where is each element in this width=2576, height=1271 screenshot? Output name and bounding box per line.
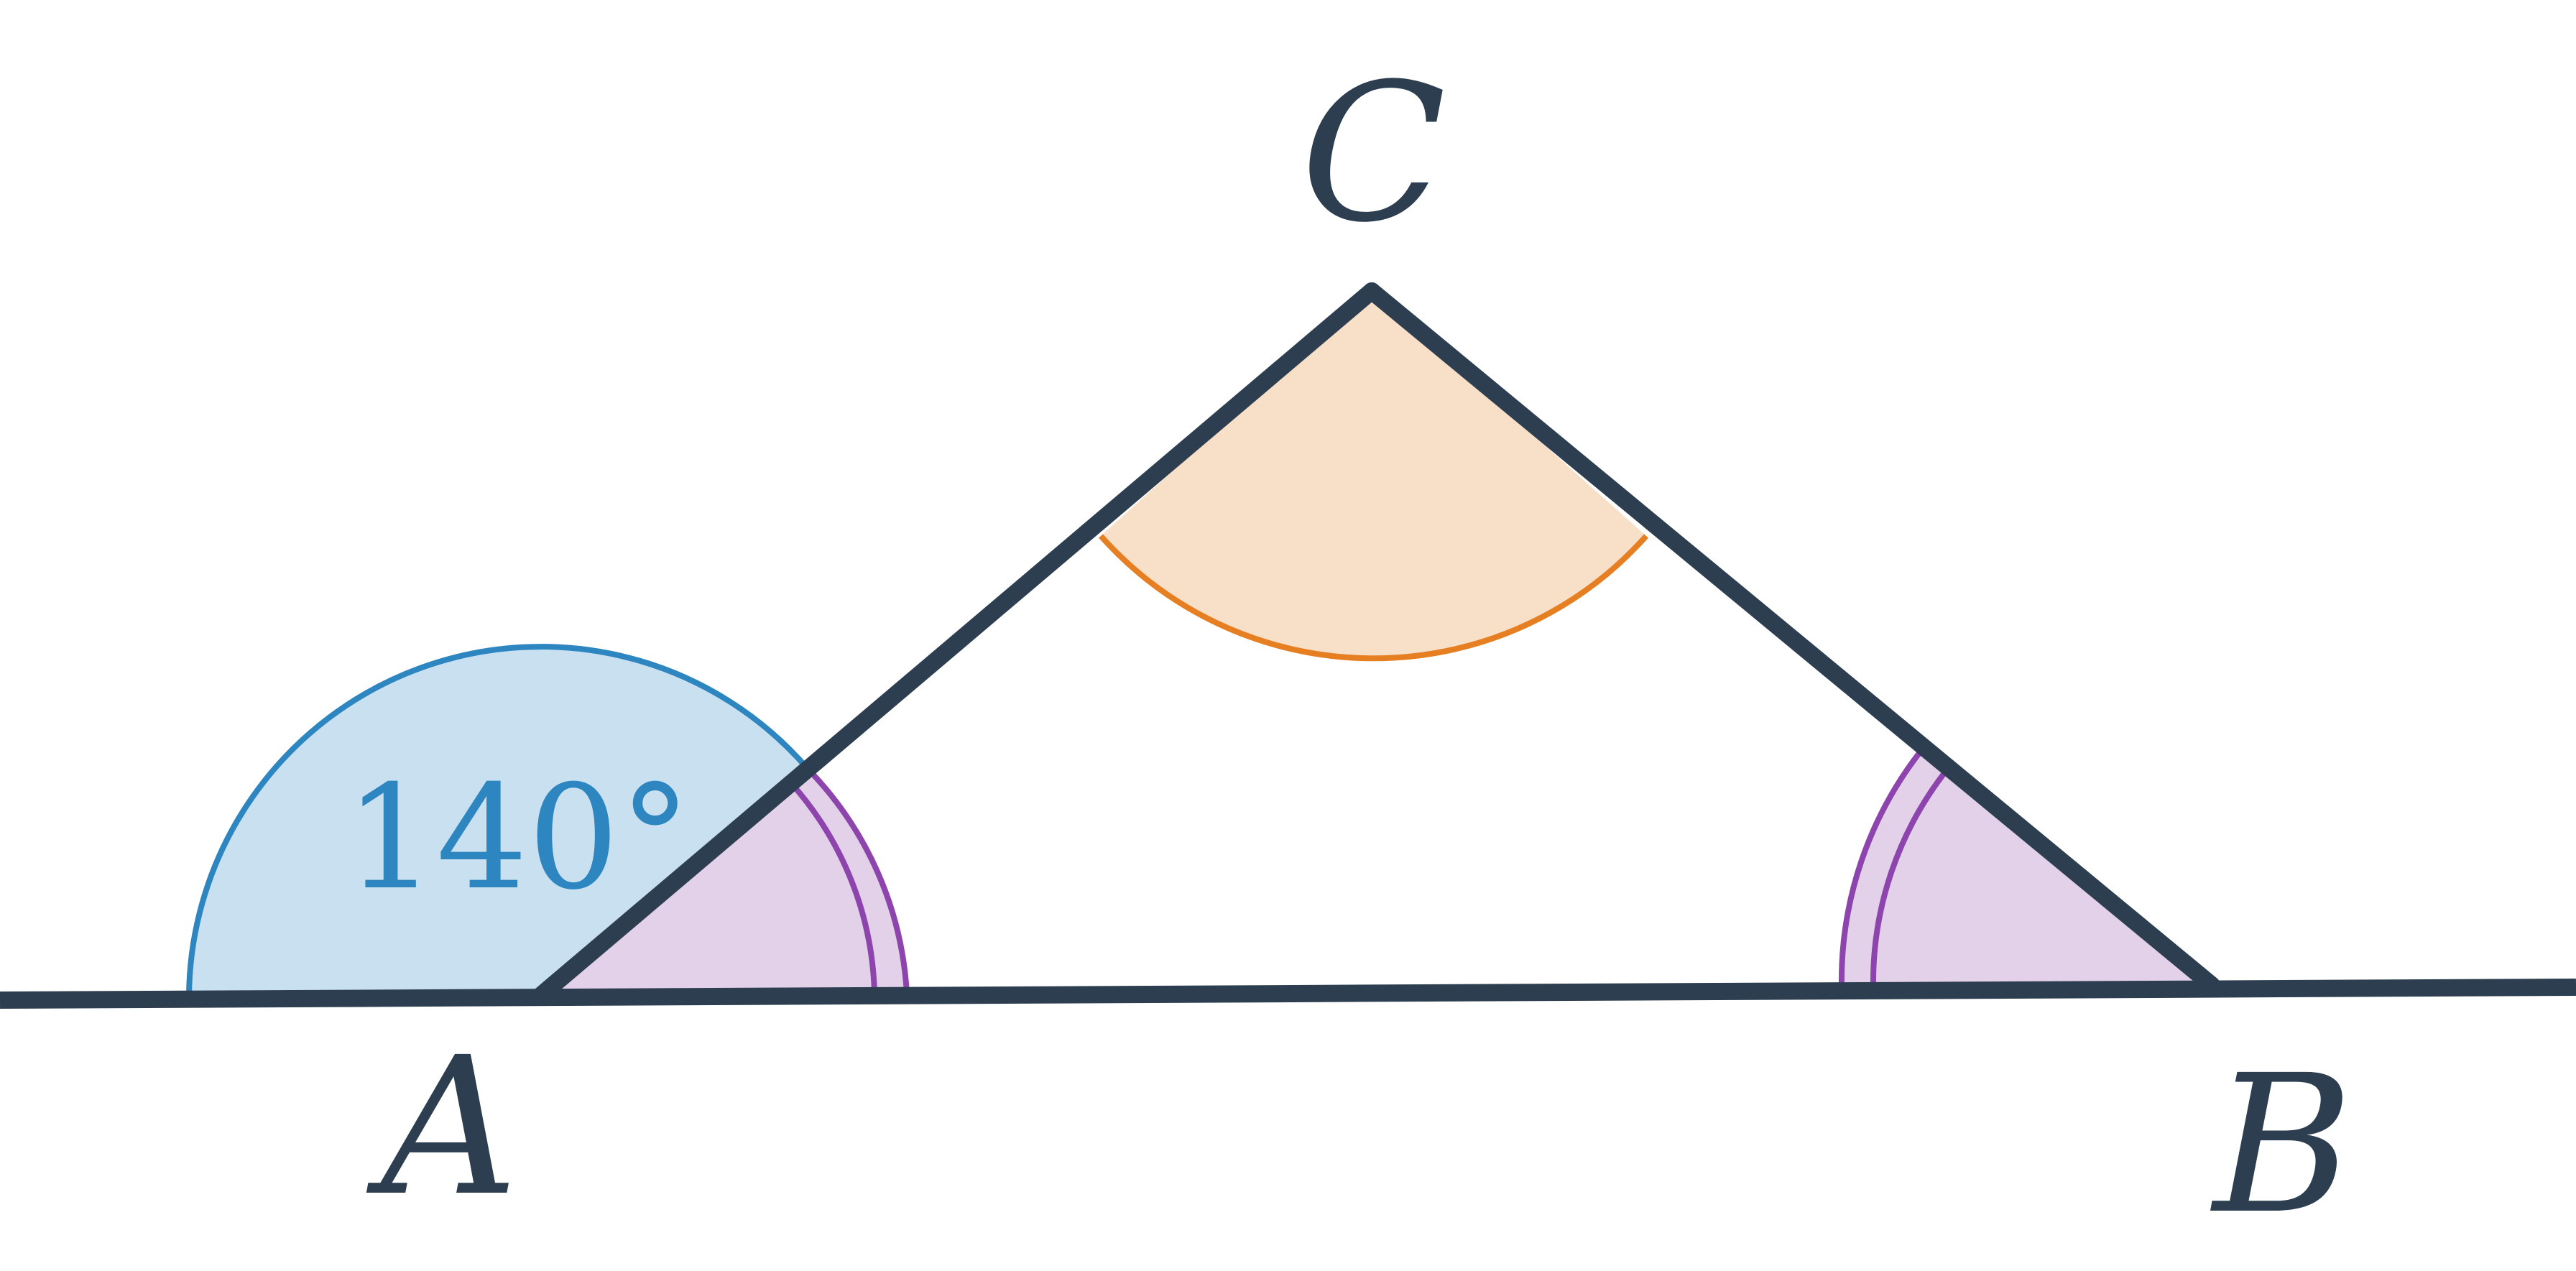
interior-angle-outer-arc-b [1838,747,1925,987]
interior-angle-inner-arc-b [1870,768,1949,987]
exterior-angle-sector-a [189,647,808,997]
angle-label-exterior-a: 140° [345,754,691,922]
side-ac [532,282,1380,1004]
side-cb [1363,282,2220,994]
interior-angle-sector-a [541,769,907,995]
interior-angle-outer-arc-a [805,767,910,994]
vertex-label-b: B [2210,1035,2353,1256]
interior-angle-sector-b [1841,749,2212,986]
apex-angle-arc-c [1099,534,1648,662]
vertex-label-a: A [366,1017,518,1238]
exterior-angle-arc-a [186,644,811,997]
apex-angle-sector-c [1101,291,1646,659]
vertex-label-c: C [1301,43,1446,264]
extended-base-line [0,979,2576,1009]
interior-angle-inner-arc-a [789,781,877,994]
